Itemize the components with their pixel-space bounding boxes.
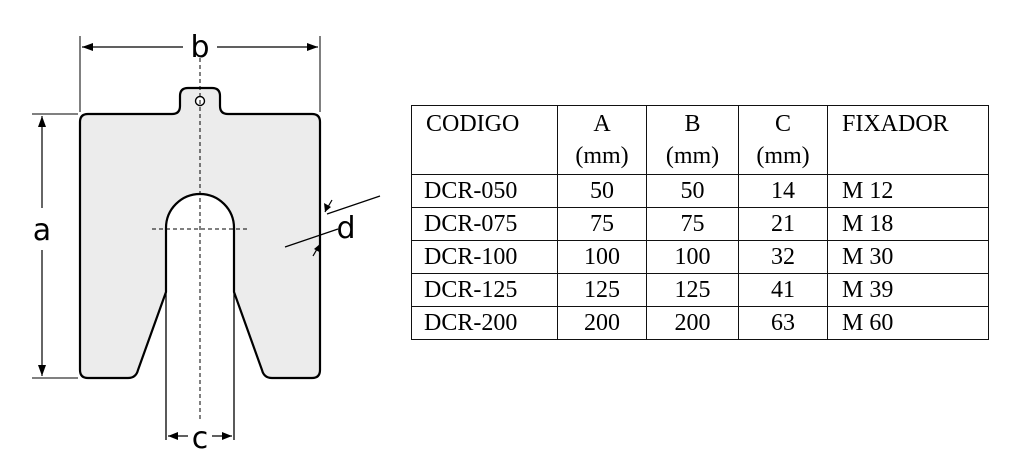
cell-fixador: M 12 [827,174,989,208]
dim-label-c: c [192,421,209,456]
table-row: DCR-050 50 50 14 M 12 [411,174,989,208]
arrow-d-bottom [314,244,321,253]
arrow-c-left [168,432,178,440]
header-codigo: CODIGO [411,105,558,175]
header-b: B(mm) [646,105,739,175]
cell-codigo: DCR-200 [411,306,558,340]
cell-fixador: M 30 [827,240,989,274]
arrow-a-bottom [38,365,46,376]
header-c: C(mm) [738,105,828,175]
cell-b: 100 [646,240,739,274]
dim-label-b: b [190,30,209,65]
cell-c: 32 [738,240,828,274]
cell-a: 200 [557,306,647,340]
thickness-line-top [326,195,381,215]
arrow-b-right [307,43,318,51]
dim-label-d: d [336,211,355,246]
cell-codigo: DCR-050 [411,174,558,208]
cell-fixador: M 60 [827,306,989,340]
arrow-b-left [82,43,93,51]
cell-c: 14 [738,174,828,208]
cell-a: 50 [557,174,647,208]
spec-table: CODIGO A(mm) B(mm) C(mm) FIXADOR DCR-050… [411,105,989,340]
cell-b: 50 [646,174,739,208]
dim-label-a: a [33,213,51,248]
shim-plate [78,86,322,380]
table-row: DCR-075 75 75 21 M 18 [411,207,989,241]
header-fixador: FIXADOR [827,105,989,175]
table-row: DCR-125 125 125 41 M 39 [411,273,989,307]
shim-drawing: b a c d [32,30,381,456]
cell-fixador: M 18 [827,207,989,241]
thickness-line-bottom [284,228,339,248]
header-a: A(mm) [557,105,647,175]
cell-c: 63 [738,306,828,340]
table-row: DCR-100 100 100 32 M 30 [411,240,989,274]
cell-a: 75 [557,207,647,241]
arrow-a-top [38,116,46,127]
table-row: DCR-200 200 200 63 M 60 [411,306,989,340]
cell-b: 75 [646,207,739,241]
cell-codigo: DCR-100 [411,240,558,274]
cell-b: 200 [646,306,739,340]
arrow-c-right [222,432,232,440]
cell-codigo: DCR-125 [411,273,558,307]
table-header-row: CODIGO A(mm) B(mm) C(mm) FIXADOR [411,105,989,175]
cell-a: 100 [557,240,647,274]
cell-codigo: DCR-075 [411,207,558,241]
arrow-d-top [324,203,331,212]
cell-b: 125 [646,273,739,307]
cell-fixador: M 39 [827,273,989,307]
cell-c: 41 [738,273,828,307]
cell-c: 21 [738,207,828,241]
cell-a: 125 [557,273,647,307]
